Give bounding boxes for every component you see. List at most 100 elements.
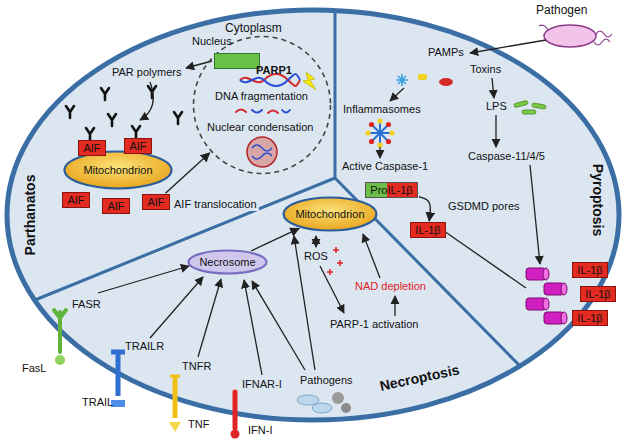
nucleus-outline	[194, 37, 331, 174]
node-text: ProIL-1β	[370, 184, 412, 197]
par-polymer	[86, 128, 94, 140]
pathway-connector	[251, 228, 299, 250]
pathway-connector	[165, 153, 209, 193]
inflammasome-complex	[377, 118, 382, 123]
node-text: IL-1β	[415, 224, 440, 237]
damage-bolt	[303, 72, 316, 90]
pathway-arrow	[140, 82, 153, 120]
pathogen-particles	[341, 403, 351, 413]
tnf-receptor	[173, 376, 178, 418]
node-text: AIF	[83, 142, 100, 155]
aif-box: AIF	[78, 140, 106, 156]
cytokine-box: IL-1β	[572, 310, 608, 326]
cytokine-box: IL-1β	[410, 222, 446, 238]
annotation-label: Toxins	[470, 63, 501, 76]
receptor-label: TRAILR	[125, 340, 164, 353]
ros-marks	[327, 247, 343, 275]
connector-label: AIF translocation	[172, 198, 259, 211]
pathway-arrow	[390, 88, 404, 101]
node-text: AIF	[107, 200, 124, 213]
inflammasome-complex	[365, 118, 394, 147]
gsdmd-pore	[561, 283, 567, 295]
condensed-chromatin	[252, 145, 272, 159]
cytokine-box: IL-1β	[572, 262, 608, 278]
pathway-arrow	[363, 234, 380, 278]
sector-title: Parthanatos	[24, 175, 37, 256]
ligand-label: TNF	[188, 418, 209, 431]
pathogen-particles	[332, 392, 344, 404]
lps-rods	[514, 100, 529, 107]
gsdmd-pore	[526, 268, 567, 324]
gsdmd-pore	[561, 312, 567, 324]
cytokine-box: ProIL-1β	[365, 182, 418, 198]
pathway-arrow	[530, 165, 540, 264]
mitochondrion	[65, 152, 172, 189]
dna-fragments	[252, 110, 262, 113]
ligand-label: IFN-I	[248, 424, 272, 437]
release-line	[444, 231, 526, 288]
tnf-receptor	[169, 422, 181, 432]
annotation-label: PARP-1 activation	[330, 318, 418, 331]
dna-strand	[240, 74, 300, 86]
node-text: PARP1	[256, 64, 292, 77]
necrosome-oval: Necrosome	[187, 249, 268, 275]
aif-box: AIF	[124, 138, 152, 154]
pathogen-particles	[312, 403, 332, 413]
annotation-label: Pathogen	[536, 4, 587, 17]
cell-membrane	[7, 10, 619, 420]
pathway-arrow	[394, 296, 395, 316]
annotation-label: Caspase-11/4/5	[468, 150, 545, 163]
annotation-label: Pathogens	[300, 374, 353, 387]
node-text: Nucleus	[192, 35, 232, 48]
pamp-molecules	[418, 74, 427, 80]
fas-receptor	[54, 310, 66, 352]
node-text: AIF	[147, 196, 164, 209]
pathway-arrow	[252, 281, 305, 370]
dna-fragments	[268, 111, 278, 114]
receptor-label: TNFR	[182, 360, 211, 373]
inflammasome-complex	[389, 130, 394, 135]
node-text: IL-1β	[577, 264, 602, 277]
inflammasome-complex	[386, 139, 391, 144]
lps-rods	[532, 103, 546, 109]
sector-title: Necroptosis	[379, 363, 461, 393]
node-text: Mitochondrion	[295, 208, 364, 221]
aif-box: AIF	[102, 198, 130, 214]
pathway-arrow	[150, 277, 203, 338]
receptor-label: FASR	[72, 298, 101, 311]
trail-receptor	[111, 352, 125, 396]
condensed-chromatin	[247, 137, 277, 167]
pathway-arrow	[470, 40, 546, 53]
ligand-label: TRAIL	[82, 396, 113, 409]
nucleus-outline: PARP1 Nucleus	[192, 35, 332, 175]
node-text: IL-1β	[577, 312, 602, 325]
cytokine-box: IL-1β	[580, 286, 616, 302]
pathway-arrow	[495, 115, 496, 147]
mitochondrion	[284, 198, 377, 231]
pathway-arrow	[198, 279, 221, 357]
pathway-arrow	[98, 266, 189, 293]
mitochondrion: Mitochondrion	[63, 150, 173, 190]
mitochondrion: Mitochondrion	[282, 196, 378, 232]
inflammasome-complex	[369, 122, 374, 127]
pathway-arrow	[186, 61, 212, 68]
sector-divider	[35, 10, 520, 366]
par-polymer	[132, 126, 140, 138]
par-polymer	[101, 88, 109, 100]
ifn-receptor	[231, 430, 240, 439]
pathway-arrow	[320, 266, 344, 313]
ligand-label: FasL	[22, 362, 46, 375]
node-text: IL-1β	[585, 288, 610, 301]
sector-title: Pyroptosis	[591, 164, 604, 236]
pathway-arrow	[379, 147, 380, 158]
dna-strand	[240, 74, 300, 86]
par-polymer	[66, 86, 182, 140]
tnf-receptor	[170, 375, 180, 378]
pathway-connector	[419, 197, 430, 221]
par-polymer	[174, 112, 182, 124]
necrosome-oval	[189, 251, 267, 274]
dna-fragments	[236, 110, 246, 113]
pathogen-bacterium	[544, 25, 596, 47]
pamp-molecules	[439, 78, 453, 86]
pathway-arrow	[492, 78, 494, 98]
